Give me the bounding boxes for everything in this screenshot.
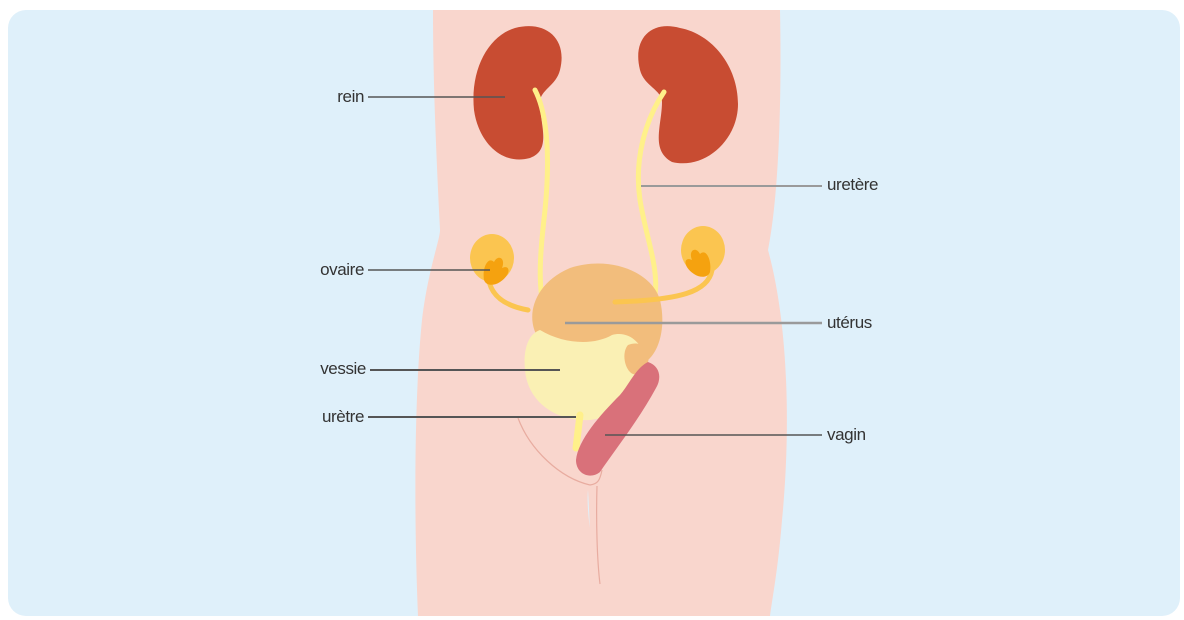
- label-uretre: urètre: [290, 407, 364, 427]
- label-ovaire: ovaire: [290, 260, 364, 280]
- label-uretere: uretère: [827, 175, 878, 195]
- label-uterus: utérus: [827, 313, 872, 333]
- label-vagin: vagin: [827, 425, 866, 445]
- label-rein: rein: [300, 87, 364, 107]
- urethra: [576, 415, 580, 448]
- label-vessie: vessie: [290, 359, 366, 379]
